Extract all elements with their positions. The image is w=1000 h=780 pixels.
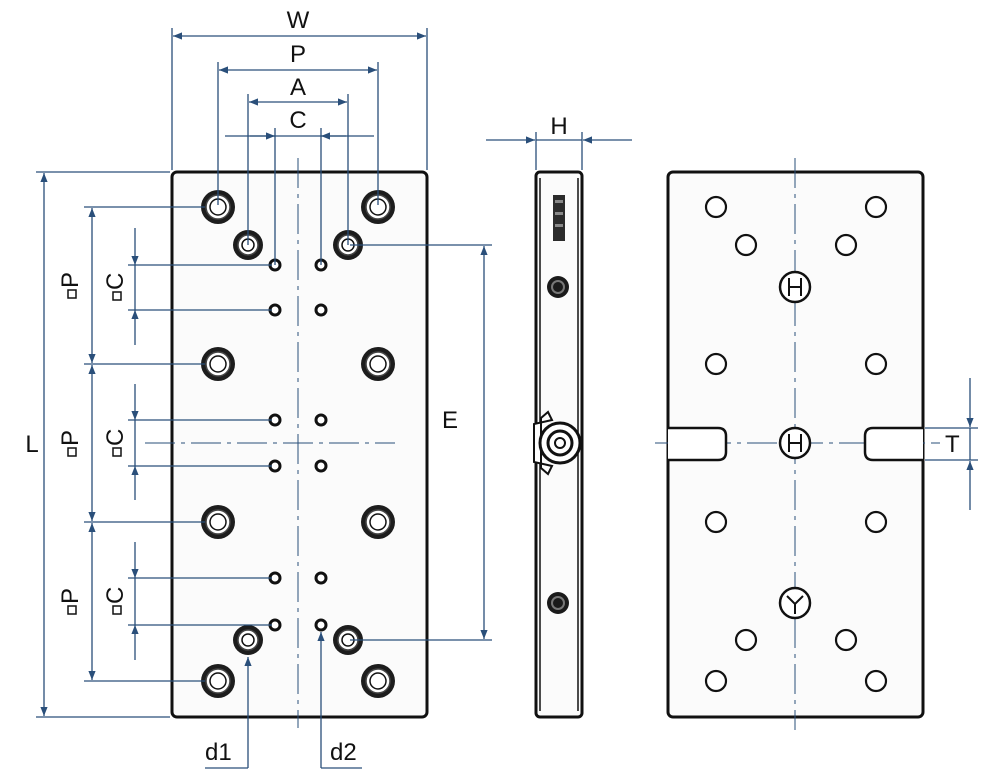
dimension-A: A — [247, 74, 349, 245]
label-sqC-3: C — [102, 587, 129, 604]
back-view: T — [655, 158, 978, 730]
label-H: H — [550, 113, 567, 140]
logo-mark-icon — [553, 195, 565, 241]
leader-d1: d1 — [205, 657, 252, 769]
square-symbol-icon — [112, 291, 122, 301]
square-symbol-icon — [67, 605, 77, 615]
small-hole — [314, 459, 328, 473]
back-keyed-hole-center — [778, 426, 812, 460]
label-C: C — [289, 107, 306, 134]
front-plate-outline — [170, 170, 429, 719]
label-sqP-1: P — [57, 272, 84, 288]
dimension-L: L — [25, 171, 170, 718]
front-large-holes — [201, 190, 395, 698]
counterbored-hole — [201, 664, 235, 698]
square-symbol-icon — [67, 447, 77, 457]
back-hole — [834, 628, 858, 652]
side-hole-top — [547, 276, 569, 298]
back-hole — [864, 669, 888, 693]
dimension-T: T — [925, 378, 978, 510]
label-L: L — [25, 431, 38, 458]
square-symbol-icon — [67, 289, 77, 299]
label-sqP-2: P — [57, 430, 84, 446]
label-E: E — [442, 407, 458, 434]
small-hole — [314, 571, 328, 585]
back-holes — [704, 195, 888, 693]
back-keyed-hole-bottom — [778, 586, 812, 620]
label-W: W — [287, 7, 310, 34]
small-hole — [314, 303, 328, 317]
back-hole — [864, 510, 888, 534]
back-hole — [864, 195, 888, 219]
label-A: A — [290, 74, 306, 101]
sqC-labels: C C C — [102, 273, 129, 615]
side-view: H — [486, 113, 632, 719]
back-hole — [704, 669, 728, 693]
counterbored-hole — [361, 664, 395, 698]
label-sqC-2: C — [102, 429, 129, 446]
dimension-E: E — [350, 244, 492, 641]
dimension-sqC-group — [128, 228, 272, 660]
counterbored-hole-medium — [333, 625, 363, 655]
counterbored-hole — [361, 190, 395, 224]
small-hole — [314, 413, 328, 427]
back-hole — [734, 628, 758, 652]
square-symbol-icon — [112, 447, 122, 457]
label-sqC-1: C — [102, 273, 129, 290]
counterbored-hole — [361, 347, 395, 381]
back-keyed-hole-top — [778, 270, 812, 304]
square-symbol-icon — [112, 605, 122, 615]
back-slot-left — [668, 426, 728, 462]
leader-d2: d2 — [317, 632, 362, 769]
dimension-C: C — [225, 107, 374, 265]
counterbored-hole — [201, 190, 235, 224]
counterbored-hole-medium — [233, 625, 263, 655]
sqP-labels: P P P — [57, 272, 84, 615]
back-hole — [834, 233, 858, 257]
counterbored-hole — [201, 505, 235, 539]
dimension-sqP-group — [84, 206, 205, 682]
back-slot-right — [863, 426, 923, 462]
dimension-H: H — [486, 113, 632, 170]
small-hole — [314, 618, 328, 632]
label-sqP-3: P — [57, 588, 84, 604]
back-hole — [864, 352, 888, 376]
back-hole — [704, 195, 728, 219]
label-d1: d1 — [205, 739, 232, 766]
back-hole — [704, 352, 728, 376]
label-T: T — [945, 431, 960, 458]
label-P: P — [290, 41, 306, 68]
dimension-P: P — [217, 41, 379, 205]
dimension-W: W — [171, 7, 428, 170]
side-hole-bottom — [547, 592, 569, 614]
front-view: W P A C L — [25, 7, 492, 769]
side-center-clamp — [533, 410, 582, 476]
counterbored-hole — [201, 347, 235, 381]
back-hole — [704, 510, 728, 534]
label-d2: d2 — [330, 739, 357, 766]
back-hole — [734, 233, 758, 257]
counterbored-hole — [361, 505, 395, 539]
